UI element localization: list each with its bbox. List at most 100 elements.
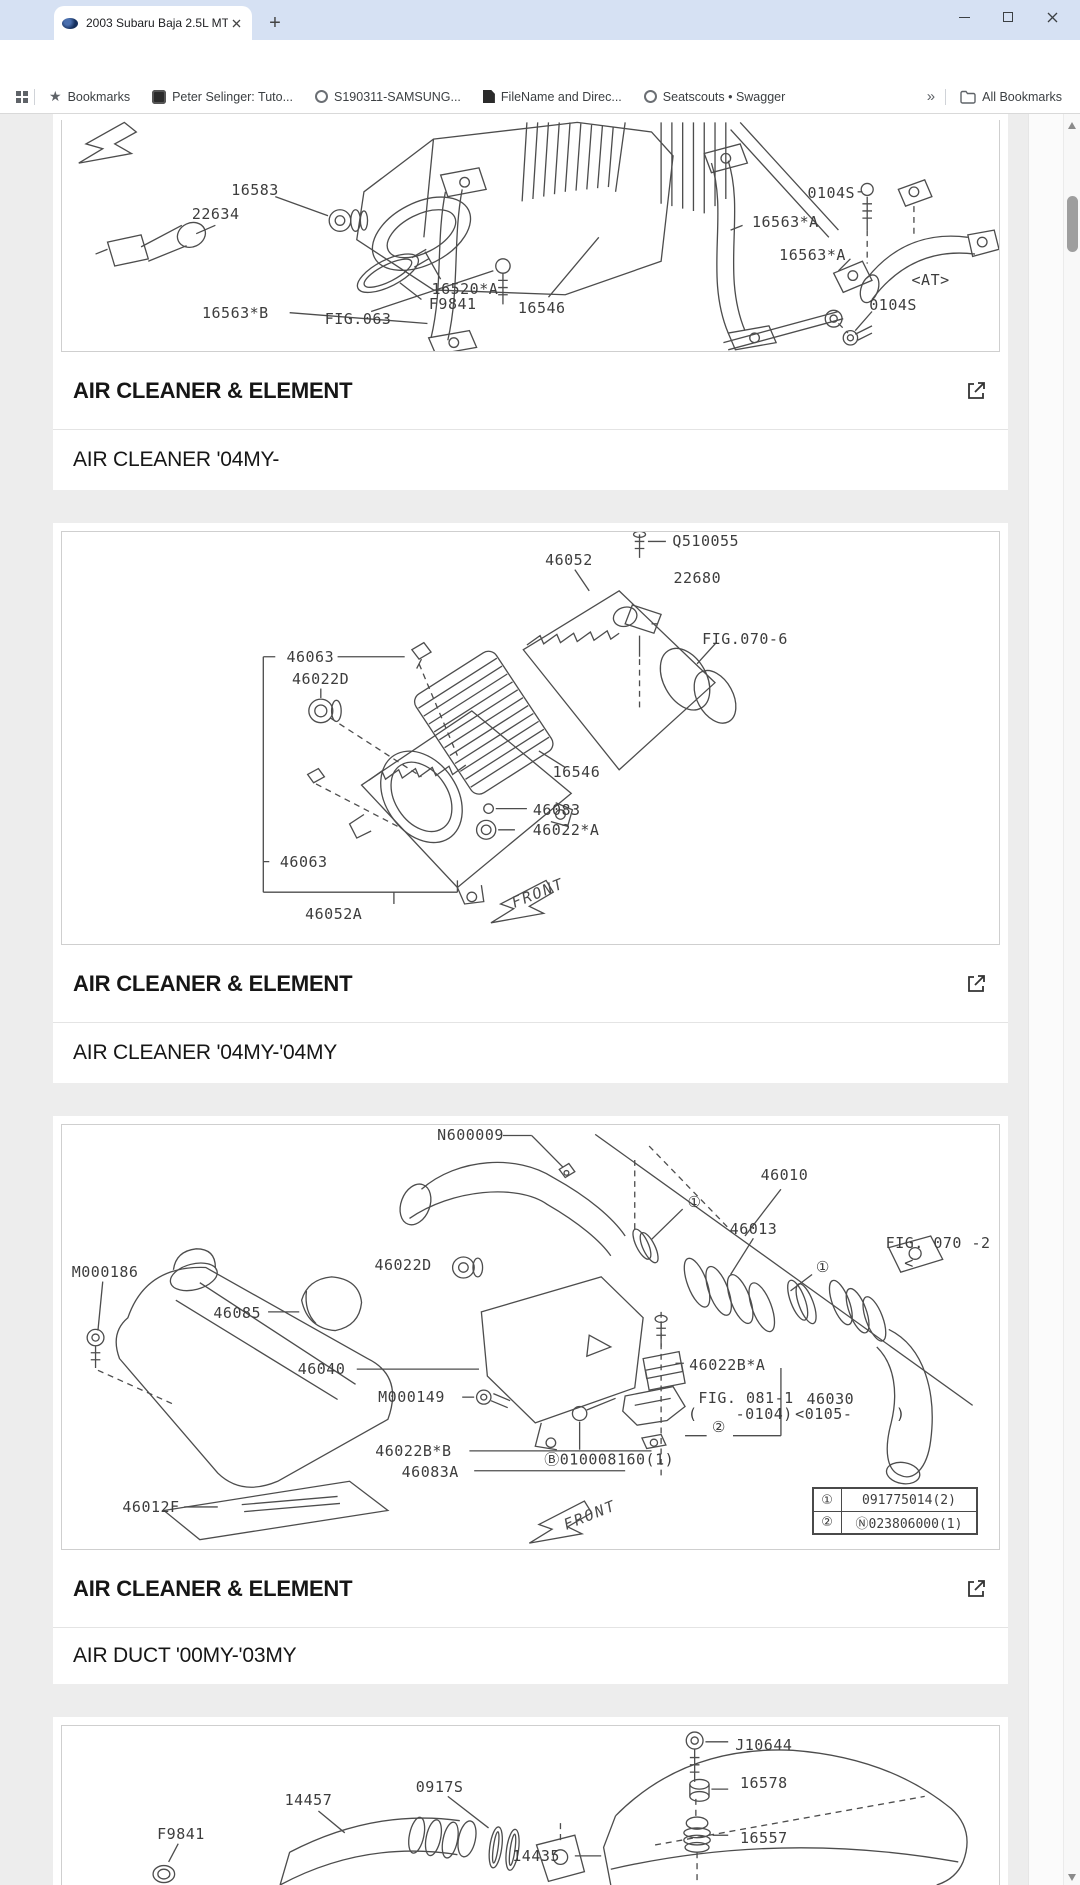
part-label: <0105- [795,1405,853,1424]
external-link-icon[interactable] [964,1577,988,1601]
section-heading-row[interactable]: AIR CLEANER & ELEMENT [53,945,1008,1023]
part-label: M000149 [378,1388,445,1407]
part-label: 46040 [297,1360,346,1379]
part-label: 46022D [292,670,350,689]
part-label: 46063 [286,647,335,666]
part-label: FIG.070-6 [702,630,788,649]
part-label: ① [687,1193,702,1212]
bookmarks-separator [34,88,35,105]
part-label: 16520*A [431,279,499,298]
part-label: ) [895,1405,906,1424]
part-label: ① [815,1258,830,1277]
parts-diagram-air-duct-00my-03my: ① 091775014(2) ② Ⓝ023806000(1) N600009 46… [61,1124,1000,1550]
tab-title: 2003 Subaru Baja 2.5L MT Base [86,16,228,30]
part-label: 46030 [806,1390,855,1409]
bookmark-item-bookmarks[interactable]: ★ Bookmarks [49,88,131,104]
part-label: Ⓑ010008160(1) [544,1450,675,1469]
section-title: AIR CLEANER & ELEMENT [73,1575,353,1601]
bookmark-item-filename[interactable]: FileName and Direc... [482,90,622,104]
part-label: 46085 [213,1304,262,1323]
minimize-button[interactable] [942,0,986,34]
bookmark-item-peter-selinger[interactable]: Peter Selinger: Tuto... [152,89,293,104]
part-label: FIG. 081-1 [698,1389,794,1408]
part-label: J10644 [735,1736,793,1755]
part-label: 14435 [512,1846,560,1865]
part-label: 16563*B [201,303,269,322]
close-button[interactable] [1030,0,1074,34]
part-label: 46083 [532,800,581,819]
part-label: 16583 [231,180,279,199]
bookmarks-separator [945,88,947,105]
part-label: < [904,1253,914,1272]
browser-tab[interactable]: 2003 Subaru Baja 2.5L MT Base [54,6,252,40]
part-label: 46052 [545,551,593,570]
scrollbar-up-icon[interactable] [1068,122,1076,129]
part-label: 16546 [517,298,566,317]
section-title: AIR CLEANER & ELEMENT [73,970,353,996]
section-subtitle: AIR CLEANER '04MY-'04MY [73,1041,338,1064]
tab-close-icon[interactable] [228,15,244,31]
section-heading-row[interactable]: AIR CLEANER & ELEMENT [53,352,1008,430]
part-label: FIG.063 [324,309,392,328]
bookmark-item-seatscouts[interactable]: Seatscouts • Swagger [643,90,785,104]
section-heading-row[interactable]: AIR CLEANER & ELEMENT [53,1550,1008,1628]
globe-icon [643,90,657,103]
new-tab-button[interactable]: + [269,11,281,34]
page-scrollbar[interactable] [1063,114,1080,1885]
section-title: AIR CLEANER & ELEMENT [73,377,353,403]
scrollbar-down-icon[interactable] [1068,1874,1076,1881]
part-label: 14457 [284,1791,333,1810]
part-label: 16557 [739,1828,788,1847]
parts-section-card: ① 091775014(2) ② Ⓝ023806000(1) N600009 46… [53,1116,1008,1684]
part-label: 46022B*A [689,1356,766,1375]
part-label: N600009 [437,1125,504,1144]
part-label: M000186 [71,1263,139,1282]
part-label: ② [711,1418,726,1437]
part-label: 0917S [415,1777,464,1796]
part-label: 46083A [401,1462,459,1481]
part-label: 46010 [760,1166,809,1185]
globe-icon [315,90,328,103]
maximize-button[interactable] [986,0,1030,34]
bookmark-item-s190311[interactable]: S190311-SAMSUNG... [315,90,461,104]
part-label: 46013 [729,1219,778,1238]
folder-icon [960,90,976,104]
part-label: 22634 [191,205,240,224]
browser-toolbar: parts.subaru.com/Subaru_2003_Baja-25L-MT… [0,40,1080,115]
star-icon: ★ [49,88,62,104]
part-label: 0104S [807,183,856,202]
part-label: 16563*A [779,246,846,265]
part-label: 46022B*B [375,1442,452,1461]
scrollbar-thumb[interactable] [1067,196,1078,252]
external-link-icon[interactable] [964,379,988,403]
part-label: 16546 [552,763,601,782]
apps-grid-icon[interactable] [16,90,28,103]
part-label: Q510055 [672,532,740,551]
external-link-icon[interactable] [964,972,988,996]
fastener-table: ① 091775014(2) ② Ⓝ023806000(1) [811,1487,979,1536]
document-icon [482,90,495,103]
table-row: ② Ⓝ023806000(1) [813,1511,977,1534]
part-label: 16563*A [752,212,819,231]
all-bookmarks-button[interactable]: All Bookmarks [960,90,1062,104]
table-row: ① 091775014(2) [814,1489,977,1512]
part-label: F9841 [157,1824,205,1843]
part-label: ( -0104) [687,1405,793,1424]
parts-diagram-air-intake-bottom: J10644 16578 16557 14457 0917S 14435 F9841 [61,1725,1000,1885]
inner-scroll-gutter [1028,114,1063,1885]
bookmarks-bar: ★ Bookmarks Peter Selinger: Tuto... S190… [0,80,1080,114]
part-label: 46022D [374,1256,432,1275]
part-label: 0104S [869,296,917,315]
part-label: 16578 [739,1774,788,1793]
bookmarks-overflow-icon[interactable]: » [926,88,936,105]
part-label: 46052A [305,904,363,923]
part-label: 22680 [673,568,722,587]
parts-section-card: J10644 16578 16557 14457 0917S 14435 F9841 [53,1717,1008,1885]
part-label: F9841 [428,295,477,314]
part-label: 46022*A [532,820,600,839]
